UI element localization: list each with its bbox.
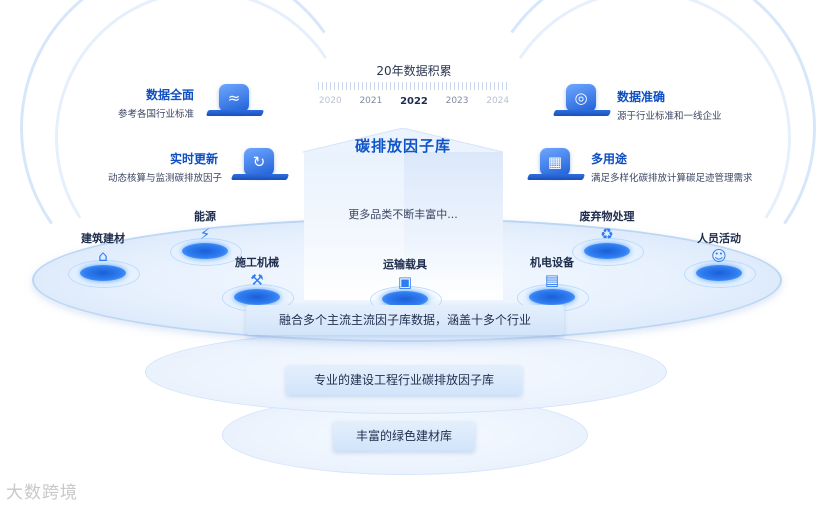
- feature-title: 多用途: [591, 152, 628, 166]
- layer-band-bottom: 丰富的绿色建材库: [333, 421, 475, 451]
- feature-title: 实时更新: [170, 152, 219, 166]
- target-icon: ◎: [552, 84, 612, 120]
- node-label: 施工机械: [235, 256, 279, 269]
- timeline-year: 2021: [359, 96, 383, 106]
- feature-desc: 参考各国行业标准: [118, 109, 195, 120]
- grid-icon: ▦: [526, 148, 586, 184]
- timeline-ticks: [318, 82, 510, 90]
- node-machinery: 施工机械 ⚒: [222, 254, 294, 314]
- node-label: 废弃物处理: [579, 210, 635, 223]
- watermark-logo: 大数跨境: [6, 483, 78, 503]
- feature-title: 数据准确: [617, 90, 666, 104]
- lightning-icon: ⚡: [199, 225, 211, 243]
- node-label: 人员活动: [697, 232, 741, 245]
- recycle-icon: ♻: [600, 225, 614, 243]
- node-label: 运输载具: [383, 258, 427, 271]
- timeline-year-current: 2022: [400, 96, 428, 107]
- node-energy: 能源 ⚡: [170, 208, 242, 268]
- timeline-years: 2020 2021 2022 2023 2024: [310, 96, 518, 107]
- layer-band-middle: 专业的建设工程行业碳排放因子库: [286, 365, 522, 395]
- feature-multiuse: 多用途 满足多样化碳排放计算碳足迹管理需求: [591, 150, 761, 184]
- node-label: 建筑建材: [81, 232, 125, 245]
- cube-title: 碳排放因子库: [354, 137, 451, 155]
- clock-refresh-icon: ↻: [230, 148, 290, 184]
- node-building-materials: 建筑建材 ⌂: [68, 230, 140, 290]
- chart-icon: ≈: [205, 84, 265, 120]
- layer-band-top: 融合多个主流主流因子库数据，涵盖十多个行业: [246, 305, 564, 335]
- feature-desc: 动态核算与监测碳排放因子: [108, 173, 223, 184]
- feature-realtime: 实时更新 动态核算与监测碳排放因子: [108, 150, 238, 184]
- timeline: 20年数据积累 2020 2021 2022 2023 2024: [310, 62, 518, 112]
- node-personnel: 人员活动 ☺: [684, 230, 756, 290]
- timeline-year: 2020: [318, 96, 342, 106]
- device-icon: ▤: [544, 271, 560, 289]
- people-icon: ☺: [711, 247, 727, 265]
- timeline-title: 20年数据积累: [376, 64, 452, 78]
- node-label: 能源: [194, 210, 216, 223]
- node-electromechanical: 机电设备 ▤: [517, 254, 589, 314]
- feature-accurate: 数据准确 源于行业标准和一线企业: [617, 88, 747, 122]
- feature-desc: 满足多样化碳排放计算碳足迹管理需求: [591, 173, 753, 184]
- feature-comprehensive: 数据全面 参考各国行业标准: [118, 86, 228, 120]
- timeline-year: 2023: [445, 96, 469, 106]
- timeline-year: 2024: [486, 96, 510, 106]
- building-icon: ⌂: [98, 247, 108, 265]
- feature-desc: 源于行业标准和一线企业: [617, 111, 722, 122]
- node-label: 机电设备: [530, 256, 574, 269]
- feature-title: 数据全面: [146, 88, 195, 102]
- node-waste: 废弃物处理 ♻: [572, 208, 644, 268]
- cube-subtitle: 更多品类不断丰富中...: [348, 208, 458, 221]
- machine-icon: ⚒: [250, 271, 264, 289]
- truck-icon: ▣: [397, 273, 413, 291]
- cube-front-face: [304, 152, 404, 300]
- cube-right-face: [404, 152, 503, 300]
